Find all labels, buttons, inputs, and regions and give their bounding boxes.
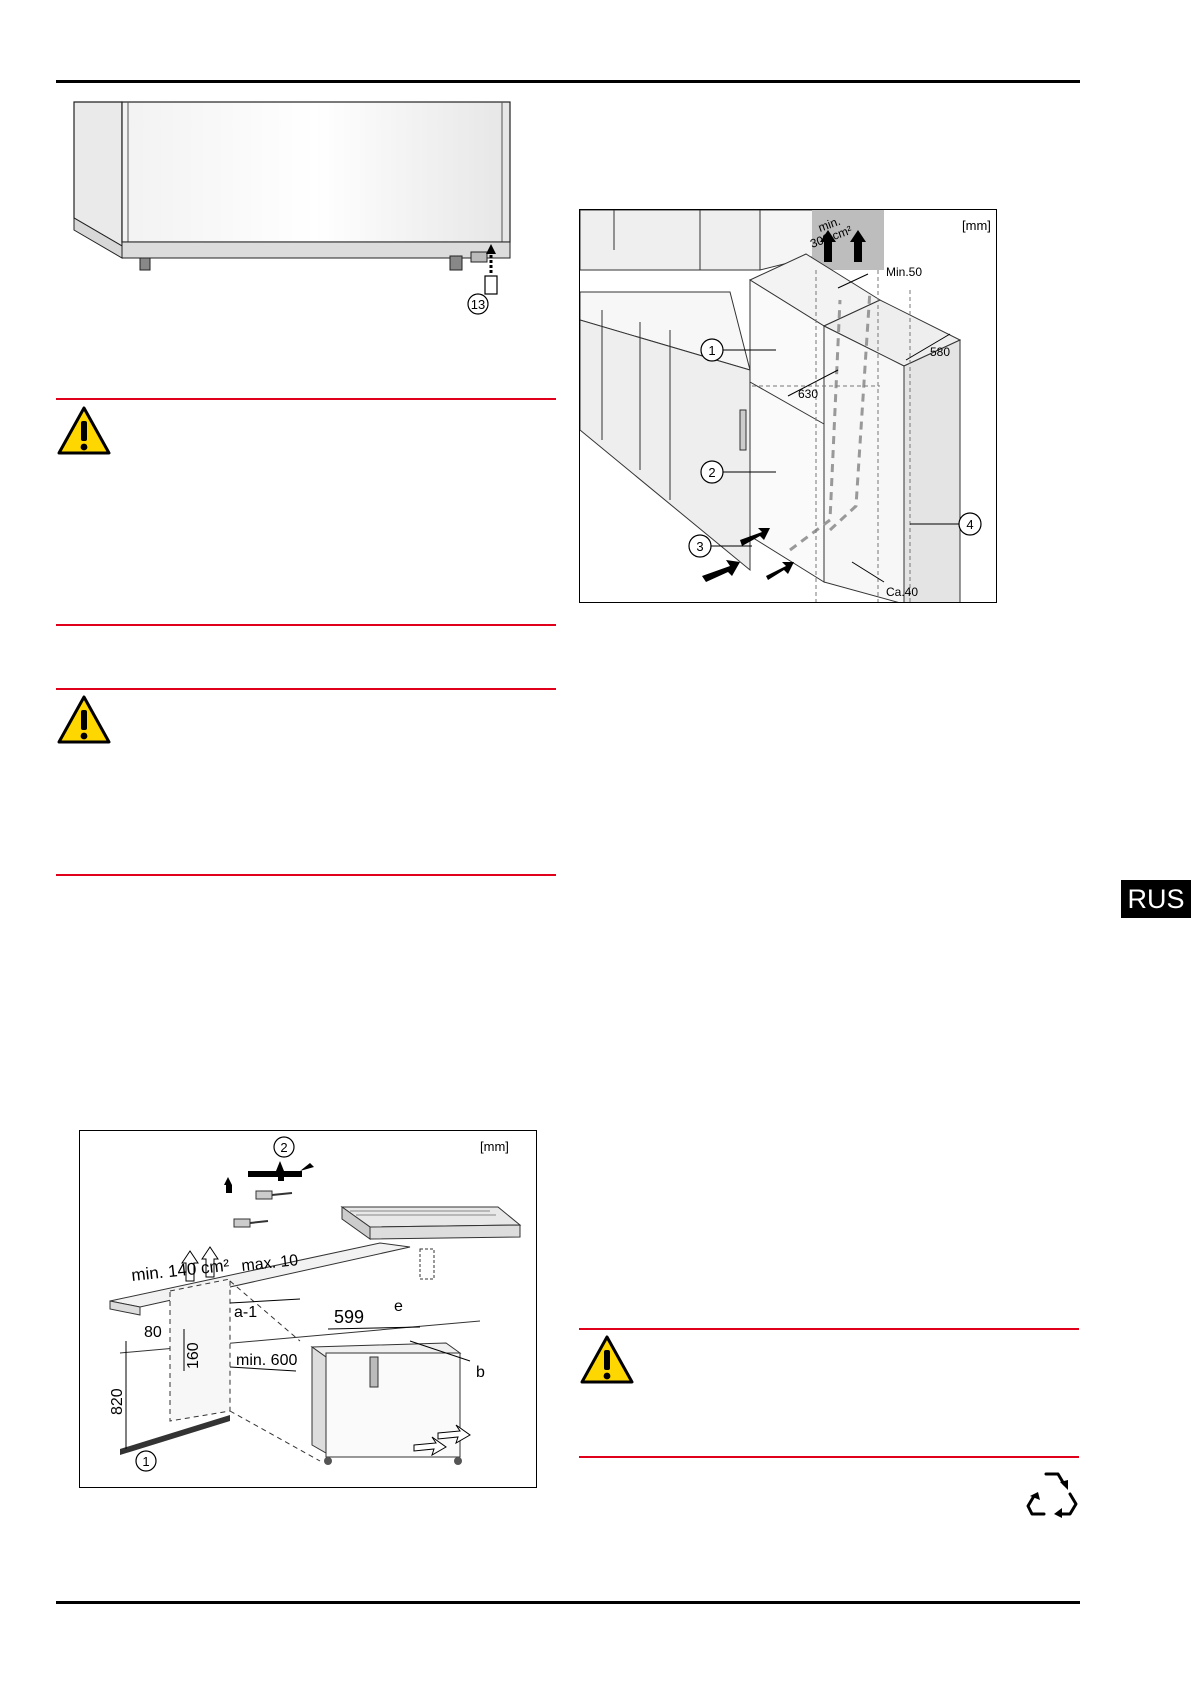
label-b: b (476, 1364, 485, 1381)
footer-rule (56, 1601, 1080, 1604)
language-badge: RUS (1121, 880, 1191, 918)
label-80: 80 (144, 1324, 162, 1341)
figure-ventilation-diagram: [mm] min. 300 cm² Min.50 580 630 Ca.40 1… (579, 209, 997, 603)
warning-3-top-rule (579, 1328, 1079, 1330)
label-630: 630 (798, 387, 818, 401)
warning-triangle-icon (56, 694, 112, 746)
unit-label: [mm] (962, 218, 991, 233)
recycling-icon (1024, 1466, 1080, 1522)
label-599: 599 (334, 1307, 364, 1327)
label-max10: max. 10 (241, 1252, 299, 1275)
header-rule (56, 80, 1080, 83)
label-820: 820 (109, 1388, 126, 1415)
callout-2: 2 (280, 1140, 287, 1155)
warning-1-top-rule (56, 398, 556, 400)
callout-4: 4 (966, 517, 973, 532)
callout-13: 13 (471, 297, 485, 312)
label-160: 160 (185, 1342, 202, 1369)
figure-appliance-feet: 13 (66, 98, 516, 328)
label-a1: a-1 (234, 1304, 257, 1321)
figure-undercounter-installation: [mm] min. 140 cm² max. 10 a-1 599 e b 80… (79, 1130, 537, 1488)
warning-2-bottom-rule (56, 874, 556, 876)
label-e: e (394, 1298, 403, 1315)
warning-1-bottom-rule (56, 624, 556, 626)
label-ca40: Ca.40 (886, 585, 918, 599)
callout-1: 1 (142, 1454, 149, 1469)
label-min50: Min.50 (886, 265, 922, 279)
warning-triangle-icon (56, 405, 112, 457)
warning-2-top-rule (56, 688, 556, 690)
callout-3: 3 (696, 539, 703, 554)
label-580: 580 (930, 345, 950, 359)
warning-3-bottom-rule (579, 1456, 1079, 1458)
warning-triangle-icon (579, 1334, 635, 1386)
callout-2: 2 (708, 465, 715, 480)
label-min600: min. 600 (236, 1352, 297, 1369)
callout-1: 1 (708, 343, 715, 358)
unit-label: [mm] (480, 1139, 509, 1154)
